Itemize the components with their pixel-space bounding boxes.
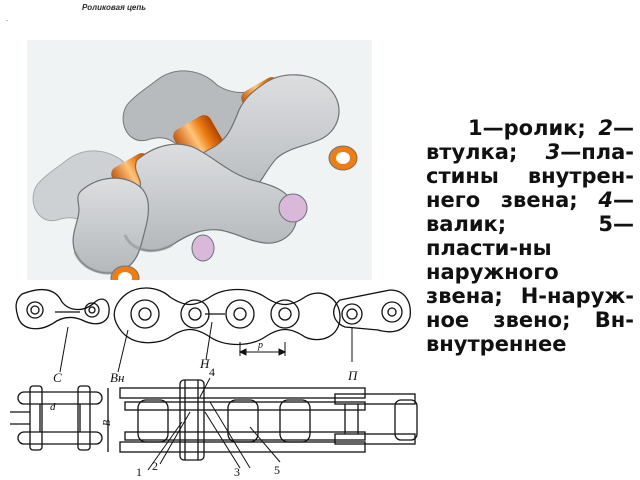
front-plates: [72, 74, 340, 274]
legend-text-7: Вн-внутреннее: [426, 308, 635, 356]
legend-text-3: —пла-стины внутрен-него звена;: [426, 140, 634, 212]
label-b: B: [102, 420, 113, 426]
legend-num-1: 1: [468, 116, 483, 140]
label-num-2: 2: [152, 459, 158, 473]
caption-dot: .: [6, 14, 9, 23]
legend-text-2: —втулка;: [426, 116, 634, 164]
label-num-3: 3: [234, 465, 240, 479]
label-p-end: П: [347, 368, 359, 383]
parts-legend: 1—ролик; 2—втулка; 3—пла-стины внутрен-н…: [426, 116, 634, 356]
bottom-leader-lines: [147, 377, 281, 471]
label-h: Н: [199, 356, 210, 371]
label-vn: Вн: [110, 370, 124, 385]
legend-text-4: —валик;: [426, 188, 634, 236]
legend-num-3: 3: [545, 140, 561, 164]
label-pitch: p: [257, 340, 263, 351]
pin-holes: [110, 145, 358, 280]
leader-lines: [59, 321, 353, 373]
legend-text-5: 5—пласти-ны наружного звена;: [426, 212, 634, 308]
legend-text-6: Н-наруж-ное звено;: [426, 284, 634, 332]
chain-technical-drawing: С Вн Н p П d B 4 1 2 3 5: [10, 287, 418, 479]
pitch-dimension: [238, 342, 287, 356]
roller-chain-illustration: [27, 40, 372, 280]
side-view-links: [10, 379, 418, 461]
label-num-5: 5: [274, 463, 280, 477]
label-num-1: 1: [136, 465, 142, 479]
legend-text-1: —ролик;: [482, 116, 586, 140]
label-num-4: 4: [209, 365, 215, 379]
legend-num-2: 2: [598, 116, 613, 140]
legend-num-4: 4: [598, 188, 613, 212]
label-d: d: [50, 401, 56, 413]
label-c: С: [53, 370, 62, 385]
top-view-links: [15, 287, 411, 346]
slide-title: Роликовая цепь: [82, 3, 146, 12]
